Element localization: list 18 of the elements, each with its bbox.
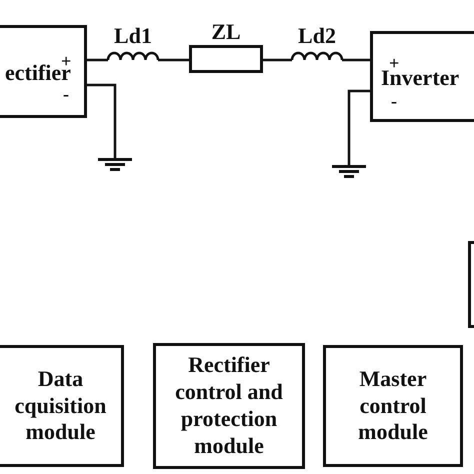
module-label: Master control module xyxy=(357,366,429,446)
module-box xyxy=(323,345,463,467)
polarity-sign: - xyxy=(63,85,69,103)
component-label: Ld2 xyxy=(297,24,337,48)
wire xyxy=(87,84,116,158)
wire xyxy=(348,90,370,165)
module-box xyxy=(153,343,305,469)
wire xyxy=(342,58,370,62)
wire xyxy=(263,58,292,62)
module-box xyxy=(0,345,124,467)
component-label: Ld1 xyxy=(113,24,153,48)
wire xyxy=(158,58,189,62)
component-label: ZL xyxy=(210,20,242,44)
converter-box xyxy=(370,31,474,122)
module-label: Rectifier control and protection module xyxy=(174,352,284,460)
module-label: Data cquisition module xyxy=(14,366,108,446)
polarity-sign: - xyxy=(391,92,397,110)
wire xyxy=(87,58,108,62)
